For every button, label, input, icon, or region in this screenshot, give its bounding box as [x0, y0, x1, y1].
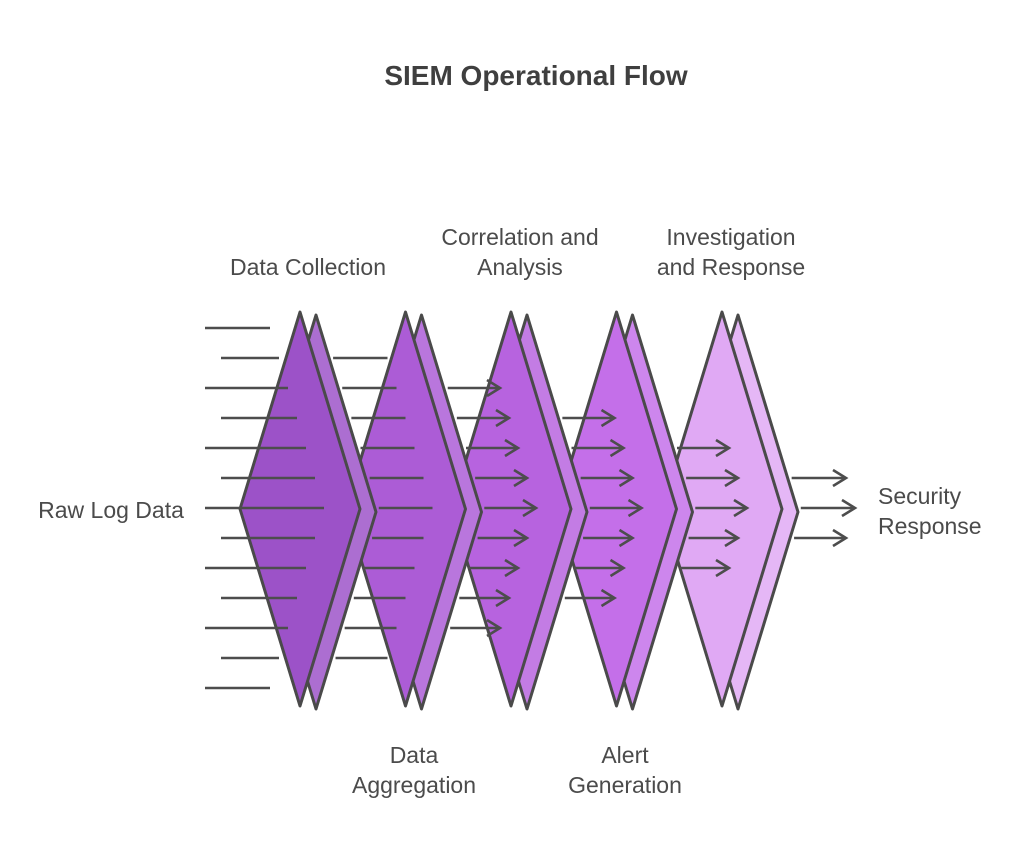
arrowhead	[522, 498, 539, 518]
transition-lines-1	[333, 356, 433, 660]
arrowhead	[724, 468, 741, 488]
arrowhead	[609, 438, 626, 458]
arrowhead	[600, 588, 617, 608]
arrowhead	[724, 528, 741, 548]
stage-label-line: and Response	[656, 254, 806, 280]
arrowhead	[495, 408, 512, 428]
stage-label-alert-generation: Alert Generation	[568, 740, 682, 800]
diagram-title: SIEM Operational Flow	[384, 60, 688, 91]
stage-label-line: Investigation	[666, 224, 796, 250]
stage-label-line: Data Collection	[230, 254, 386, 280]
arrowhead	[513, 528, 530, 548]
output-label-line: Response	[878, 513, 982, 539]
arrowhead	[627, 498, 644, 518]
transition-arrows-4	[677, 438, 750, 578]
transition-arrows-3	[562, 408, 644, 608]
arrowhead	[841, 498, 858, 518]
stage-label-line: Correlation and	[441, 224, 599, 250]
stage-label-line: Analysis	[477, 254, 563, 280]
arrowhead	[618, 468, 635, 488]
arrowhead	[495, 588, 512, 608]
arrowhead	[504, 438, 521, 458]
arrowhead	[513, 468, 530, 488]
arrowhead	[486, 378, 503, 398]
input-lines	[205, 326, 324, 690]
arrowhead	[618, 528, 635, 548]
stage-label-data-collection: Data Collection	[230, 252, 386, 282]
arrowhead	[832, 468, 849, 488]
arrowhead	[832, 528, 849, 548]
diamond-alert-generation	[555, 310, 694, 711]
arrowhead	[715, 558, 732, 578]
stage-label-line: Data	[389, 742, 439, 768]
diamond-investigation-and-response	[660, 310, 800, 711]
stage-label-line: Alert	[601, 742, 649, 768]
arrowhead	[733, 498, 750, 518]
arrowhead	[600, 408, 617, 428]
stage-label-line: Aggregation	[351, 772, 477, 798]
transition-arrows-2	[447, 378, 539, 638]
diamond-data-collection	[238, 310, 378, 711]
arrowhead	[609, 558, 626, 578]
arrowhead	[504, 558, 521, 578]
output-label-line: Security	[878, 483, 962, 509]
input-label: Raw Log Data	[38, 497, 184, 523]
stage-label-data-aggregation: Data Aggregation	[352, 740, 476, 800]
arrowhead	[715, 438, 732, 458]
stage-label-line: Generation	[568, 772, 682, 798]
stage-label-correlation-and-analysis: Correlation and Analysis	[441, 222, 598, 282]
output-label: Security Response	[878, 481, 982, 541]
output-arrows	[791, 468, 858, 548]
arrowhead	[486, 618, 503, 638]
stage-label-investigation-and-response: Investigation and Response	[657, 222, 805, 282]
